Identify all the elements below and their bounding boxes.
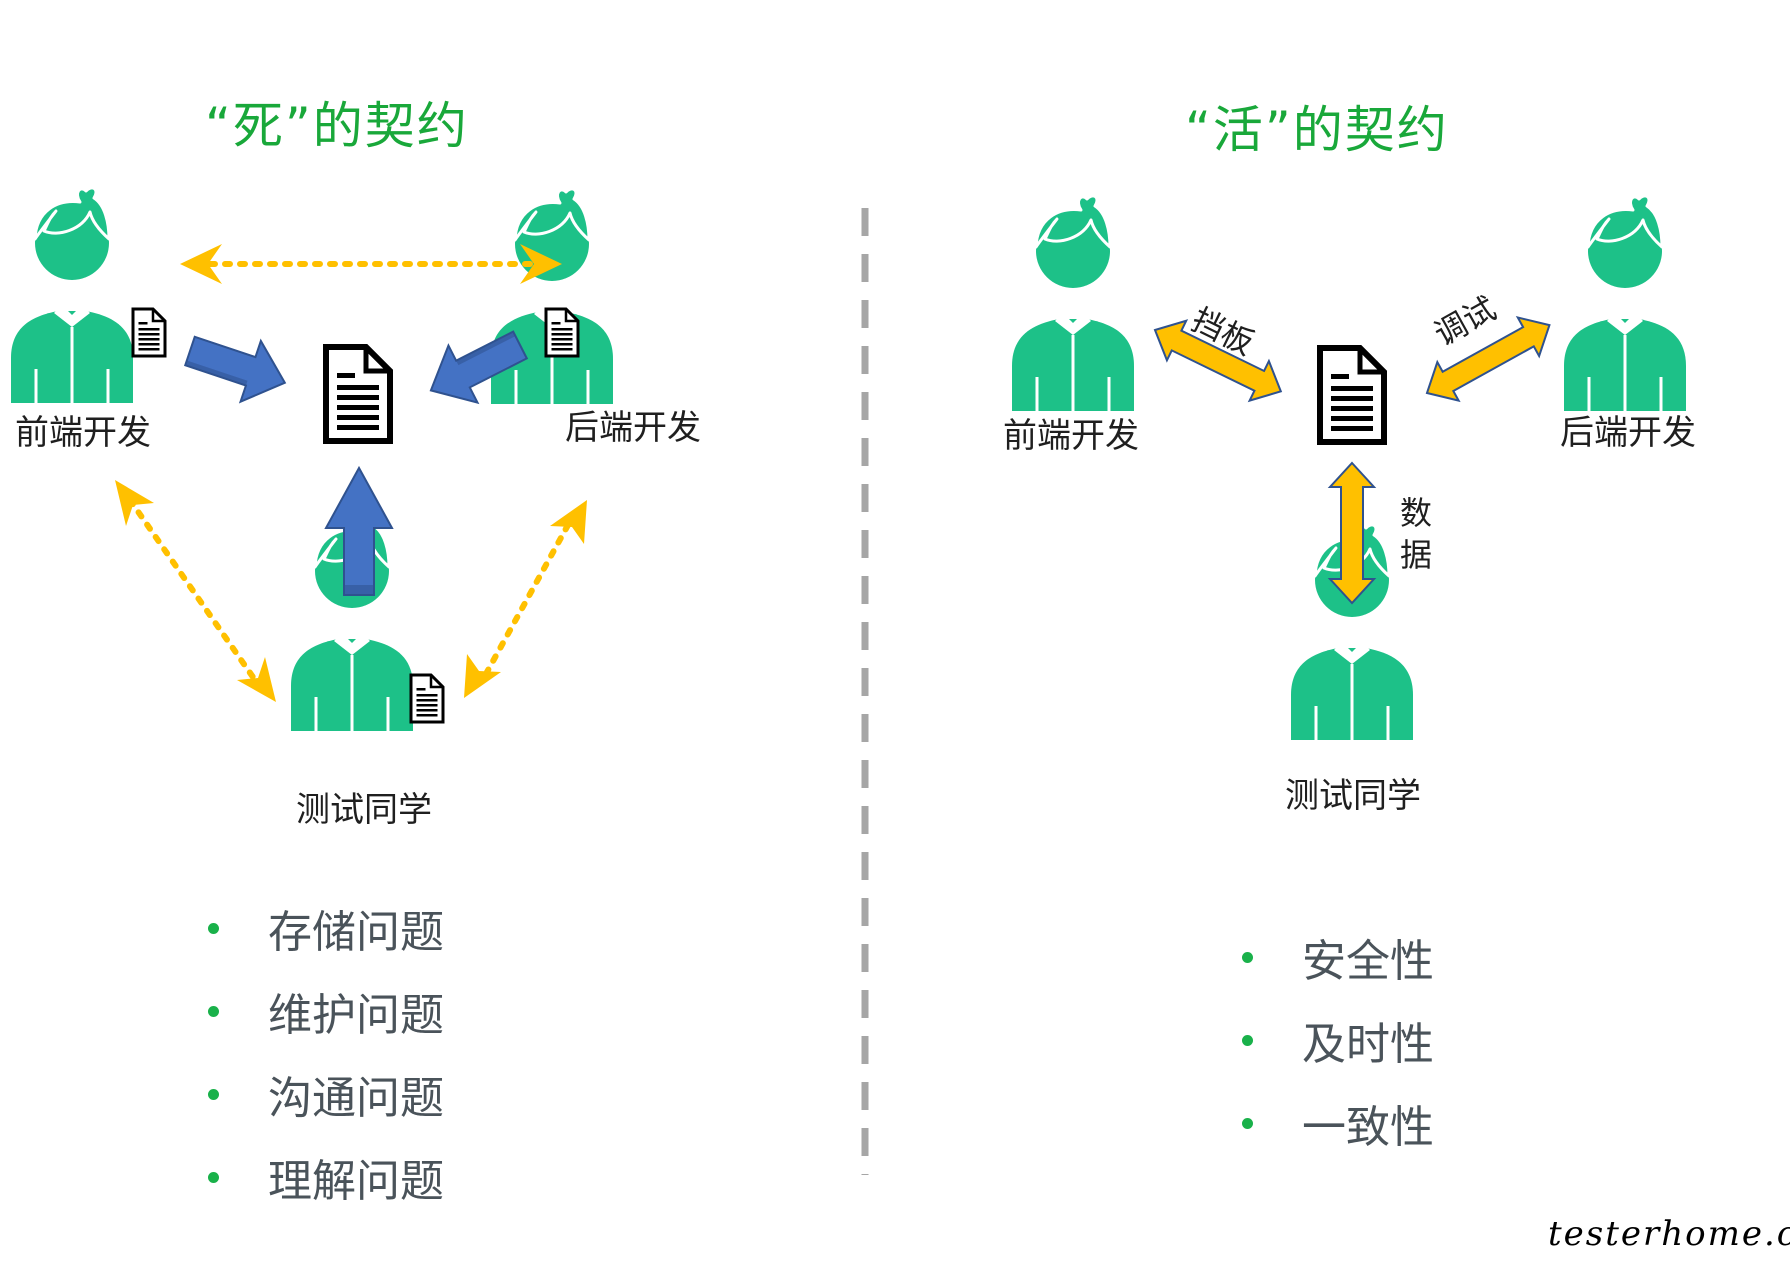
list-item: 维护问题 xyxy=(208,979,528,1062)
list-item: 沟通问题 xyxy=(208,1062,528,1145)
left-front-test-dotted-arrow xyxy=(115,480,276,702)
left-contract-doc-icon xyxy=(326,347,390,441)
left-tester-label: 测试同学 xyxy=(296,790,432,830)
left-frontend-person-icon xyxy=(9,186,135,405)
left-title: “死”的契约 xyxy=(205,97,469,155)
list-item: 存储问题 xyxy=(208,896,528,979)
bullet-dot-icon xyxy=(208,1089,219,1100)
left-frontend-label: 前端开发 xyxy=(15,413,151,453)
list-item: 理解问题 xyxy=(208,1145,528,1228)
right-title: “活”的契约 xyxy=(1185,101,1449,159)
bullet-dot-icon xyxy=(1242,952,1253,963)
bullet-dot-icon xyxy=(208,923,219,934)
bullet-dot-icon xyxy=(208,1172,219,1183)
list-item: 及时性 xyxy=(1242,1008,1562,1091)
list-item: 一致性 xyxy=(1242,1091,1562,1174)
left-frontend-doc-icon xyxy=(131,307,167,358)
left-front-back-dotted-arrow xyxy=(180,244,562,284)
left-backend-doc-icon xyxy=(544,307,580,358)
left-problem-list: 存储问题 维护问题 沟通问题 理解问题 xyxy=(208,896,528,1228)
right-backend-person-icon xyxy=(1562,194,1688,413)
left-test-to-doc-arrow xyxy=(324,465,394,596)
arrow-label-data-2: 据 xyxy=(1400,536,1433,574)
bullet-dot-icon xyxy=(208,1006,219,1017)
right-contract-doc-icon xyxy=(1320,348,1384,442)
right-frontend-label: 前端开发 xyxy=(1003,416,1139,456)
bullet-dot-icon xyxy=(1242,1035,1253,1046)
left-backend-person-icon xyxy=(489,187,615,406)
right-backend-label: 后端开发 xyxy=(1560,413,1696,453)
right-frontend-person-icon xyxy=(1010,194,1136,413)
list-item: 安全性 xyxy=(1242,925,1562,1008)
left-tester-doc-icon xyxy=(409,673,445,724)
bullet-dot-icon xyxy=(1242,1118,1253,1129)
arrow-label-data-1: 数 xyxy=(1400,494,1433,532)
right-tester-label: 测试同学 xyxy=(1285,776,1421,816)
left-backend-label: 后端开发 xyxy=(565,408,701,448)
left-back-test-dotted-arrow xyxy=(464,500,587,698)
left-front-to-doc-arrow xyxy=(178,319,296,415)
watermark: testerhome.com xyxy=(1548,1214,1790,1254)
right-property-list: 安全性 及时性 一致性 xyxy=(1242,925,1562,1174)
